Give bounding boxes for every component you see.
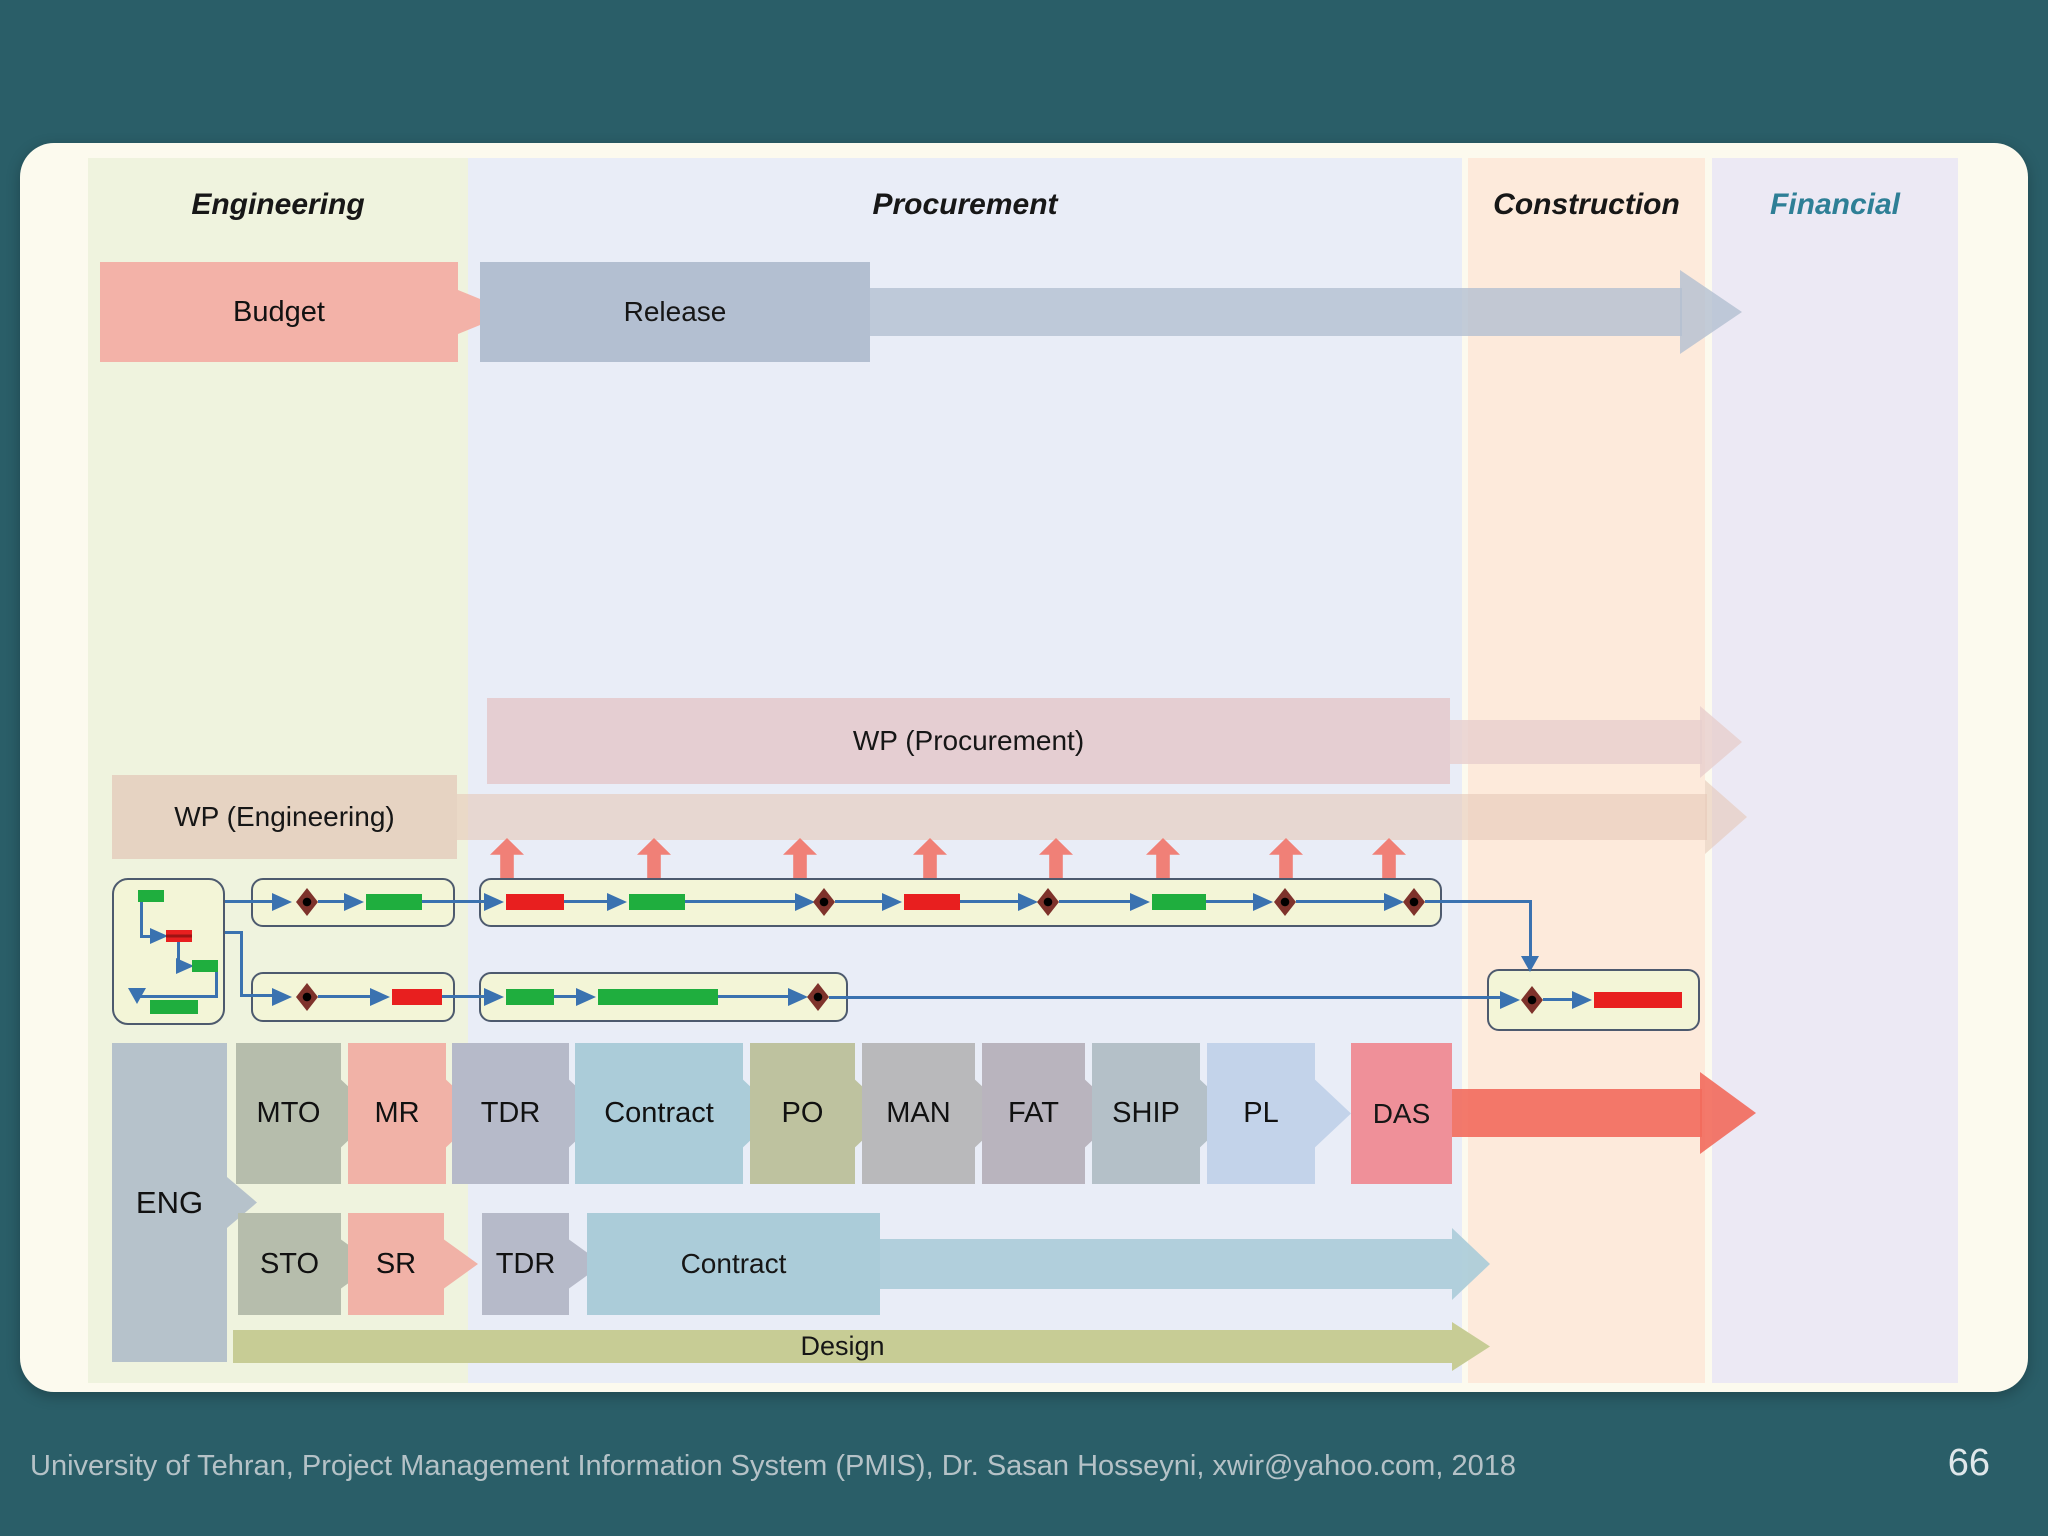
connector-line [718,995,788,998]
design-label: Design [800,1331,885,1361]
connector-line [685,900,795,903]
connector-line [1059,900,1130,903]
task-bar-green [1152,894,1206,910]
milestone-diamond-icon [296,983,318,1011]
task-bar-green [150,1000,198,1014]
connector-line [564,900,607,903]
connector-line [318,900,346,903]
wp-procurement-band [1450,720,1702,764]
connector-line [829,996,1500,999]
milestone-diamond-icon [296,888,318,916]
footer-credit: University of Tehran, Project Management… [30,1450,1516,1482]
wp-engineering-box: WP (Engineering) [112,775,457,859]
step-label: PL [1243,1097,1279,1129]
connector-line [1296,900,1384,903]
connector-line [1543,998,1572,1001]
connector-line [215,972,218,998]
wp-procurement-box: WP (Procurement) [487,698,1450,784]
milestone-diamond-icon [1037,888,1059,916]
step-label: MAN [886,1097,951,1129]
connector-line [177,942,180,966]
task-bar-red [392,989,442,1005]
task-bar-red [166,930,192,942]
task-bar-red [1594,992,1682,1008]
milestone-diamond-icon [813,888,835,916]
column-financial [1712,158,1958,1383]
step-label: Contract [680,1248,787,1279]
release-box: Release [480,262,870,362]
step-label: TDR [495,1247,556,1280]
wp-procurement-label: WP (Procurement) [852,725,1085,756]
connector-line [554,995,576,998]
eng-label: ENG [135,1184,204,1220]
step-label: MTO [256,1097,321,1129]
connector-line [243,994,273,997]
connector-line [422,900,484,903]
step-label: DAS [1372,1097,1431,1129]
milestone-diamond-icon [807,983,829,1011]
task-bar-green [138,890,164,902]
connector-line [140,935,152,938]
release-band [870,288,1682,336]
page-number: 66 [1947,1442,1990,1484]
task-bar-green [629,894,685,910]
connector-line [1425,900,1532,903]
connector-line [1206,900,1253,903]
milestone-diamond-icon [1521,986,1543,1014]
design-band: Design [233,1330,1452,1363]
step-label: MR [374,1097,420,1129]
connector-line [225,900,273,903]
contract-band [880,1239,1452,1289]
connector-line [1529,900,1532,958]
connector-line [225,931,243,934]
task-bar-green [598,989,718,1005]
task-bar-green [192,960,218,972]
step-label: SR [375,1247,417,1280]
step-label: PO [781,1097,824,1129]
connector-line [442,995,484,998]
column-construction [1468,158,1705,1383]
process-step-contract2: Contract [587,1213,880,1315]
task-bar-green [366,894,422,910]
das-arrow-band [1452,1089,1702,1137]
step-label: TDR [480,1097,541,1129]
step-label: FAT [1007,1097,1060,1129]
budget-arrow: Budget [100,262,512,362]
connector-line [140,995,218,998]
column-header-engineering: Engineering [191,188,365,221]
column-header-financial: Financial [1769,188,1901,221]
budget-label: Budget [233,295,325,328]
step-label: SHIP [1112,1097,1180,1129]
column-header-procurement: Procurement [872,188,1058,221]
release-label: Release [623,296,727,327]
column-header-construction: Construction [1493,188,1680,221]
wp-engineering-label: WP (Engineering) [174,801,395,832]
task-bar-red [506,894,564,910]
milestone-diamond-icon [1274,888,1296,916]
process-step-das: DAS [1351,1043,1452,1184]
wp-engineering-band [457,794,1707,840]
connector-line [140,902,143,938]
step-label: STO [259,1247,320,1280]
connector-line [240,931,243,997]
task-bar-red [904,894,960,910]
connector-line [318,995,370,998]
connector-line [960,900,1018,903]
task-bar-green [506,989,554,1005]
step-label: Contract [604,1097,714,1129]
connector-line [835,900,882,903]
milestone-diamond-icon [1403,888,1425,916]
